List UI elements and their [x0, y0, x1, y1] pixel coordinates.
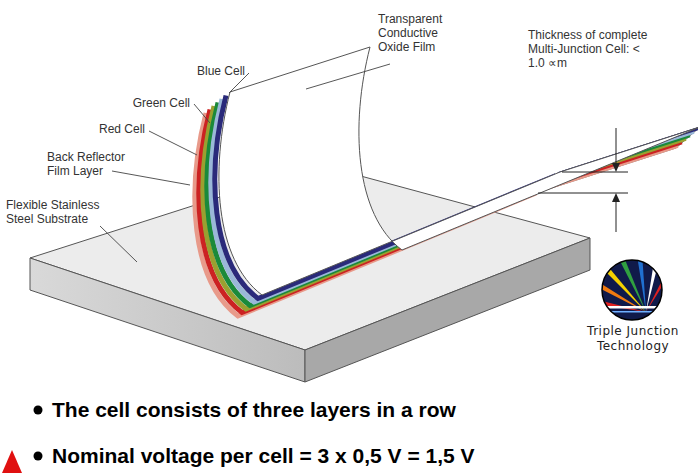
leader-line [306, 64, 390, 89]
triple-junction-logo [577, 242, 683, 320]
dimension-arrow [616, 128, 617, 164]
logo-rim [602, 260, 662, 320]
dimension-arrow [616, 201, 617, 232]
bullet-text: The cell consists of three layers in a r… [52, 397, 456, 423]
tco-film-face [219, 47, 698, 295]
leader-line [149, 131, 197, 155]
extension-line [538, 193, 628, 194]
arrow-head [612, 193, 620, 202]
logo-ray [646, 243, 663, 312]
thickness-dimension [538, 128, 628, 232]
logo-ray [646, 250, 683, 312]
logo-ray [577, 295, 646, 312]
bullet-text: Nominal voltage per cell = 3 x 0,5 V = 1… [52, 443, 475, 469]
layer-label: Green Cell [133, 96, 190, 110]
logo-text: Triple Junction Technology [580, 324, 686, 354]
warning-triangle [2, 450, 22, 473]
leader-line [100, 226, 137, 262]
leader-line [194, 104, 210, 123]
bullet-dot [34, 406, 43, 415]
leader-line [112, 171, 190, 185]
layer-label: Red Cell [99, 122, 145, 136]
logo-stripe [600, 306, 670, 309]
layer-label: Transparent Conductive Oxide Film [378, 12, 460, 54]
leader-lines [100, 64, 390, 262]
dimension-label: Thickness of complete Multi-Junction Cel… [528, 28, 650, 70]
extension-line [562, 172, 628, 173]
logo-ray [635, 242, 646, 312]
logo-ray [597, 258, 646, 312]
substrate-label: Flexible Stainless Steel Substrate [6, 198, 112, 226]
arrow-head [612, 163, 620, 172]
layer-label: Blue Cell [197, 64, 245, 78]
layer-label: Back Reflector Film Layer [47, 150, 139, 178]
bullet-dot [34, 452, 43, 461]
